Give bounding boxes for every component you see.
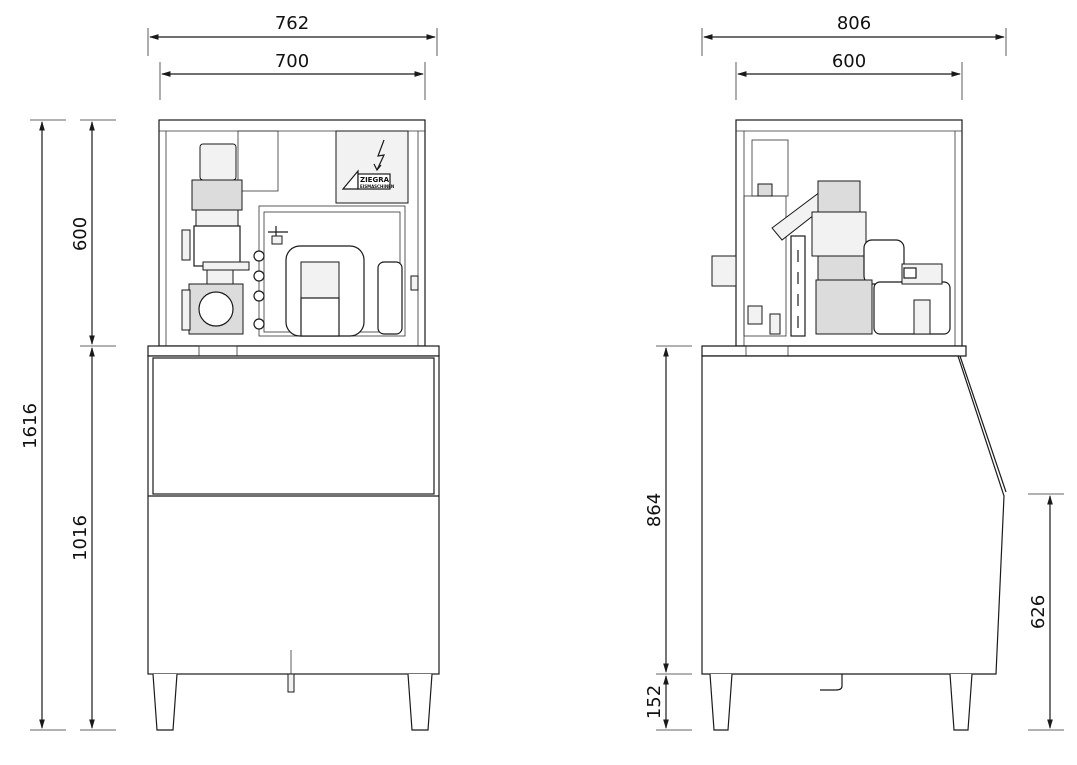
dimension-labels: 762 700 806 600 1616 600 1016 864 152 62… xyxy=(20,13,1049,719)
front-leg-left xyxy=(152,673,178,731)
front-worktop xyxy=(147,345,440,357)
front-leg-right xyxy=(407,673,433,731)
logo-subtext: EISMASCHINEN xyxy=(360,184,394,189)
front-bin-door xyxy=(152,357,435,495)
front-electrical-box xyxy=(335,130,409,204)
front-view: ZIEGRA EISMASCHINEN xyxy=(147,119,440,731)
dim-door-height: 626 xyxy=(1028,595,1049,629)
dimension-lines xyxy=(30,28,1064,731)
ziegra-logo: ZIEGRA EISMASCHINEN xyxy=(341,169,394,190)
dim-front-width-overall: 762 xyxy=(275,13,309,34)
side-worktop xyxy=(701,345,967,357)
lightning-icon xyxy=(376,139,386,171)
dim-bin-height-front: 1016 xyxy=(70,515,91,561)
dim-leg-height: 152 xyxy=(644,685,665,719)
side-leg-right xyxy=(949,673,973,731)
side-bin xyxy=(701,355,1005,675)
side-handle xyxy=(711,255,737,287)
side-view xyxy=(701,119,1007,731)
dim-total-height: 1616 xyxy=(20,403,41,449)
side-gearmotor xyxy=(811,211,867,257)
front-gearmotor xyxy=(199,143,237,181)
logo-text: ZIEGRA xyxy=(360,176,390,184)
dim-bin-height-side: 864 xyxy=(644,493,665,527)
dim-side-width-inner: 600 xyxy=(832,51,866,72)
dim-front-width-inner: 700 xyxy=(275,51,309,72)
dim-top-unit-height: 600 xyxy=(70,217,91,251)
dim-side-width-overall: 806 xyxy=(837,13,871,34)
side-leg-left xyxy=(709,673,733,731)
